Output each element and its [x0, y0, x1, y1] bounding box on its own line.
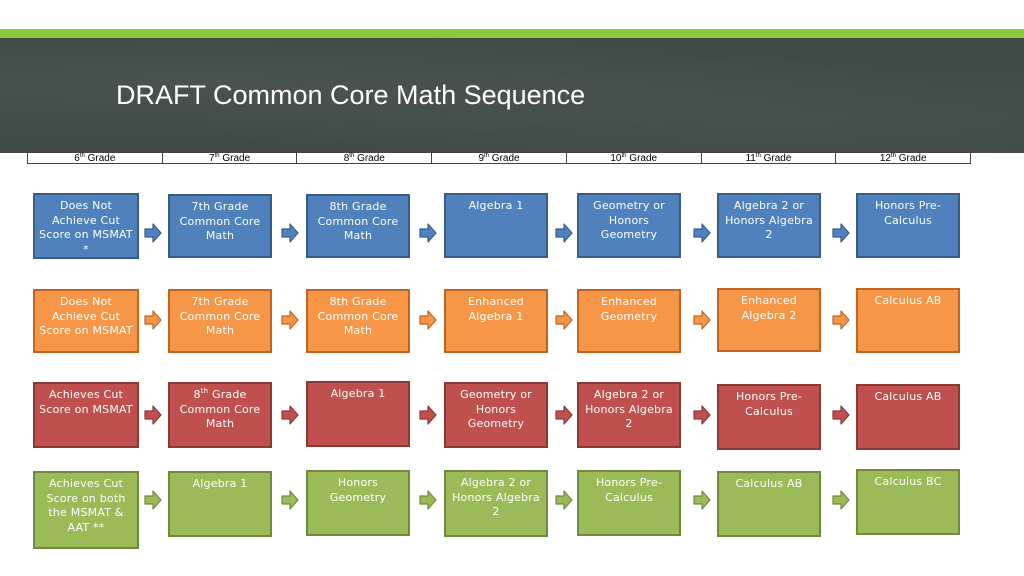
grade-header-cell: 11th Grade	[702, 153, 837, 164]
arrow-right-icon	[555, 405, 573, 425]
arrow-right-icon	[419, 405, 437, 425]
grade-suffix: th	[214, 153, 220, 159]
arrow-right-icon	[555, 223, 573, 243]
course-box: Algebra 2 or Honors Algebra 2	[717, 193, 821, 258]
grade-suffix: th	[755, 153, 761, 159]
course-box: Enhanced Algebra 1	[444, 289, 548, 353]
grade-number: 10	[610, 153, 622, 164]
grade-suffix: th	[621, 153, 627, 159]
grade-label: Grade	[626, 153, 658, 164]
course-name: Grade Common Core Math	[179, 388, 261, 430]
arrow-right-icon	[555, 310, 573, 330]
grade-number: 12	[879, 153, 891, 164]
arrow-right-icon	[281, 405, 299, 425]
arrow-right-icon	[555, 490, 573, 510]
grade-header-cell: 9th Grade	[432, 153, 567, 164]
course-box: Calculus AB	[856, 384, 960, 450]
course-box: Algebra 1	[306, 381, 410, 447]
course-box: Enhanced Algebra 2	[717, 288, 821, 352]
course-box: Calculus BC	[856, 469, 960, 535]
grade-header-cell: 10th Grade	[567, 153, 702, 164]
arrow-right-icon	[419, 310, 437, 330]
course-box: Algebra 1	[444, 193, 548, 258]
course-box: 7th Grade Common Core Math	[168, 289, 272, 353]
course-box: 8th Grade Common Core Math	[306, 289, 410, 353]
page-title: DRAFT Common Core Math Sequence	[116, 80, 586, 110]
grade-suffix: th	[484, 153, 490, 159]
grade-label: Grade	[84, 153, 116, 164]
arrow-right-icon	[281, 223, 299, 243]
course-box: Algebra 2 or Honors Algebra 2	[577, 382, 681, 448]
arrow-right-icon	[693, 310, 711, 330]
course-grade-number: 8	[193, 388, 201, 401]
grade-label: Grade	[354, 153, 385, 164]
grade-label: Grade	[760, 153, 792, 164]
course-box: Achieves Cut Score on both the MSMAT & A…	[33, 471, 139, 549]
course-box: Honors Pre-Calculus	[577, 470, 681, 536]
course-grade-suffix: th	[200, 387, 209, 395]
course-box: Honors Pre-Calculus	[856, 193, 960, 258]
course-box: Does Not Achieve Cut Score on MSMAT *	[33, 193, 139, 259]
arrow-right-icon	[832, 405, 850, 425]
arrow-right-icon	[144, 310, 162, 330]
grade-label: Grade	[219, 153, 251, 164]
course-box: Achieves Cut Score on MSMAT	[33, 382, 139, 448]
course-box: Enhanced Geometry	[577, 289, 681, 353]
title-banner	[0, 38, 1024, 153]
course-box: Calculus AB	[717, 471, 821, 537]
grade-suffix: th	[349, 153, 355, 159]
accent-stripe	[0, 29, 1024, 38]
arrow-right-icon	[693, 490, 711, 510]
grade-number: 9	[478, 153, 484, 164]
grade-number: 11	[745, 153, 756, 164]
arrow-right-icon	[832, 490, 850, 510]
grade-number: 8	[343, 153, 350, 164]
course-box: Geometry or Honors Geometry	[444, 382, 548, 448]
course-box: 8th Grade Common Core Math	[306, 194, 410, 258]
grade-number: 7	[209, 153, 215, 164]
grade-header-cell: 7th Grade	[163, 153, 298, 164]
arrow-right-icon	[281, 490, 299, 510]
course-box: Calculus AB	[856, 288, 960, 353]
arrow-right-icon	[419, 223, 437, 243]
course-box: Algebra 2 or Honors Algebra 2	[444, 470, 548, 537]
arrow-right-icon	[832, 223, 850, 243]
grade-suffix: th	[79, 153, 85, 159]
course-box: Algebra 1	[168, 471, 272, 537]
grade-header-cell: 6th Grade	[28, 153, 163, 164]
arrow-right-icon	[693, 405, 711, 425]
grade-number: 6	[74, 153, 80, 164]
arrow-right-icon	[144, 223, 162, 243]
course-box: Does Not Achieve Cut Score on MSMAT	[33, 289, 139, 353]
arrow-right-icon	[832, 310, 850, 330]
arrow-right-icon	[281, 310, 299, 330]
grade-label: Grade	[895, 153, 927, 164]
grade-header-cell: 12th Grade	[836, 153, 970, 164]
grade-label: Grade	[489, 153, 520, 164]
arrow-right-icon	[419, 490, 437, 510]
grade-header-cell: 8th Grade	[297, 153, 433, 164]
course-box: Geometry or Honors Geometry	[577, 193, 681, 258]
course-box: Honors Geometry	[306, 470, 410, 536]
arrow-right-icon	[144, 490, 162, 510]
course-box: 8th Grade Common Core Math	[168, 382, 272, 448]
course-box: Honors Pre-Calculus	[717, 384, 821, 450]
arrow-right-icon	[144, 405, 162, 425]
arrow-right-icon	[693, 223, 711, 243]
grade-suffix: th	[890, 153, 896, 159]
course-box: 7th Grade Common Core Math	[168, 194, 272, 258]
